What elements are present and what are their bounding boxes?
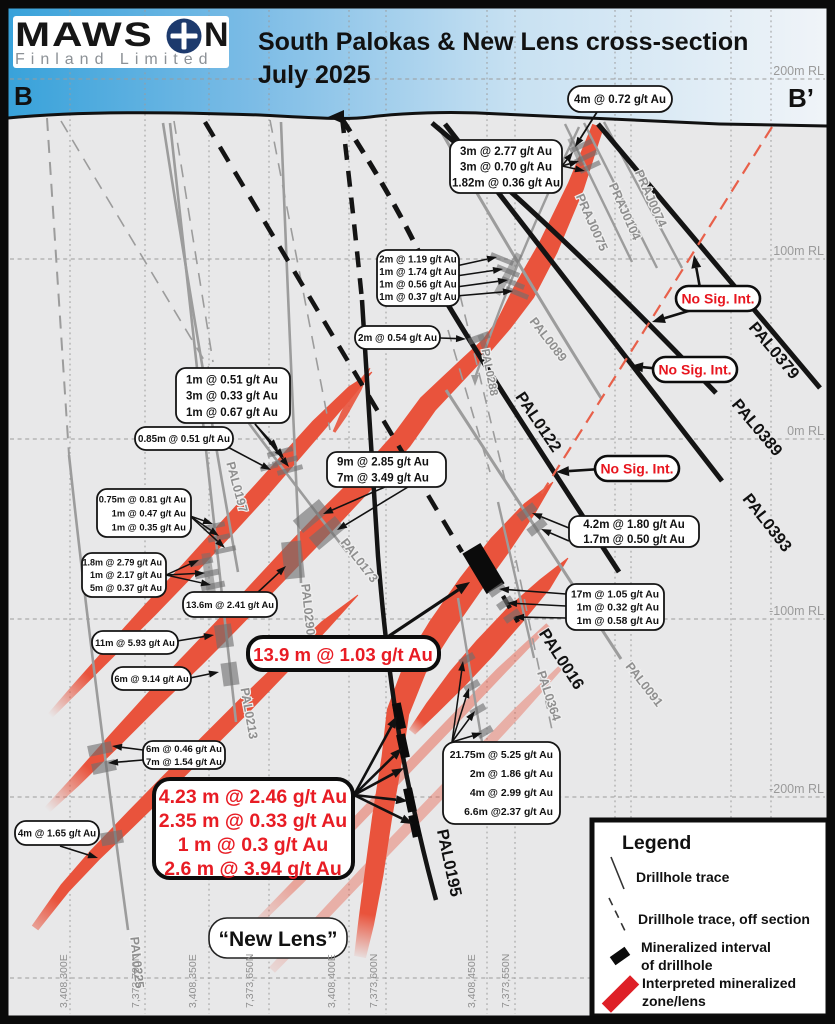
svg-text:B: B	[14, 81, 33, 111]
svg-text:Legend: Legend	[622, 832, 691, 854]
svg-text:17m @ 1.05 g/t Au: 17m @ 1.05 g/t Au	[571, 589, 659, 600]
svg-text:200m RL: 200m RL	[773, 64, 824, 78]
svg-text:6.6m @2.37 g/t Au: 6.6m @2.37 g/t Au	[464, 807, 553, 818]
svg-text:N: N	[204, 16, 229, 54]
svg-text:No Sig. Int.: No Sig. Int.	[600, 461, 673, 477]
svg-text:Finland Limited: Finland Limited	[15, 51, 214, 68]
svg-text:9m @ 2.85 g/t Au: 9m @ 2.85 g/t Au	[337, 457, 429, 469]
svg-text:1m @ 1.74 g/t Au: 1m @ 1.74 g/t Au	[379, 267, 457, 278]
svg-text:1m @ 0.35 g/t Au: 1m @ 0.35 g/t Au	[112, 522, 187, 532]
svg-text:7,373,700N: 7,373,700N	[130, 954, 142, 1008]
svg-text:4m @ 1.65 g/t Au: 4m @ 1.65 g/t Au	[18, 829, 96, 840]
svg-text:1 m @ 0.3 g/t Au: 1 m @ 0.3 g/t Au	[178, 834, 329, 856]
svg-text:7,373,550N: 7,373,550N	[500, 954, 512, 1008]
svg-text:5m @ 0.37 g/t Au: 5m @ 0.37 g/t Au	[90, 583, 162, 593]
svg-text:6m @ 9.14 g/t Au: 6m @ 9.14 g/t Au	[114, 674, 189, 684]
svg-text:7m @ 3.49 g/t Au: 7m @ 3.49 g/t Au	[337, 473, 429, 485]
svg-text:MAWS: MAWS	[15, 16, 154, 54]
svg-text:Drillhole trace, off section: Drillhole trace, off section	[638, 911, 810, 927]
svg-text:13.6m @ 2.41 g/t Au: 13.6m @ 2.41 g/t Au	[186, 599, 274, 610]
svg-text:3,408,400E: 3,408,400E	[326, 954, 338, 1008]
svg-text:1m @ 0.37 g/t Au: 1m @ 0.37 g/t Au	[379, 292, 457, 303]
svg-text:7,373,650N: 7,373,650N	[244, 954, 256, 1008]
svg-text:21.75m @ 5.25 g/t Au: 21.75m @ 5.25 g/t Au	[450, 750, 553, 761]
svg-text:7m @ 1.54 g/t Au: 7m @ 1.54 g/t Au	[146, 757, 222, 768]
svg-text:1m @ 0.51 g/t Au: 1m @ 0.51 g/t Au	[186, 374, 278, 386]
svg-text:B’: B’	[788, 83, 814, 113]
svg-text:1m @ 0.56 g/t Au: 1m @ 0.56 g/t Au	[379, 280, 457, 291]
svg-text:-200m RL: -200m RL	[769, 782, 824, 796]
svg-text:No Sig. Int.: No Sig. Int.	[681, 291, 754, 307]
svg-text:July 2025: July 2025	[258, 61, 371, 89]
svg-text:-100m RL: -100m RL	[769, 604, 824, 618]
svg-text:1.82m @ 0.36 g/t Au: 1.82m @ 0.36 g/t Au	[452, 177, 560, 189]
svg-text:3,408,300E: 3,408,300E	[58, 954, 70, 1008]
svg-text:4.23 m @ 2.46 g/t Au: 4.23 m @ 2.46 g/t Au	[159, 786, 347, 808]
svg-text:13.9 m @ 1.03 g/t Au: 13.9 m @ 1.03 g/t Au	[253, 644, 433, 665]
svg-text:1m @ 0.58 g/t Au: 1m @ 0.58 g/t Au	[577, 616, 659, 627]
svg-text:1m @ 2.17 g/t Au: 1m @ 2.17 g/t Au	[90, 570, 162, 580]
svg-text:zone/lens: zone/lens	[642, 993, 706, 1009]
svg-text:0.75m @ 0.81 g/t Au: 0.75m @ 0.81 g/t Au	[99, 494, 187, 504]
svg-text:11m @ 5.93 g/t Au: 11m @ 5.93 g/t Au	[95, 637, 175, 648]
svg-text:1.8m @ 2.79 g/t Au: 1.8m @ 2.79 g/t Au	[83, 558, 162, 568]
svg-text:2.35 m @ 0.33 g/t Au: 2.35 m @ 0.33 g/t Au	[159, 810, 347, 832]
svg-text:3m @ 0.70 g/t Au: 3m @ 0.70 g/t Au	[460, 162, 552, 174]
svg-text:100m RL: 100m RL	[773, 244, 824, 258]
svg-text:7,373,600N: 7,373,600N	[368, 954, 380, 1008]
svg-text:0.85m @ 0.51 g/t Au: 0.85m @ 0.51 g/t Au	[138, 434, 230, 445]
svg-text:1m @ 0.67 g/t Au: 1m @ 0.67 g/t Au	[186, 407, 278, 419]
svg-text:4.2m @ 1.80 g/t Au: 4.2m @ 1.80 g/t Au	[583, 519, 685, 531]
svg-text:PAL0290: PAL0290	[298, 583, 317, 636]
svg-text:0m RL: 0m RL	[787, 424, 824, 438]
svg-text:1m @ 0.32 g/t Au: 1m @ 0.32 g/t Au	[577, 603, 659, 614]
svg-text:No Sig. Int.: No Sig. Int.	[658, 362, 731, 378]
svg-text:6m @ 0.46 g/t Au: 6m @ 0.46 g/t Au	[146, 744, 222, 755]
svg-text:3,408,350E: 3,408,350E	[187, 954, 199, 1008]
svg-text:3m @ 0.33 g/t Au: 3m @ 0.33 g/t Au	[186, 391, 278, 403]
svg-text:3m @ 2.77 g/t Au: 3m @ 2.77 g/t Au	[460, 146, 552, 158]
svg-text:3,408,450E: 3,408,450E	[466, 954, 478, 1008]
svg-text:2m @ 1.86 g/t Au: 2m @ 1.86 g/t Au	[470, 769, 553, 780]
svg-text:1m @ 0.47 g/t Au: 1m @ 0.47 g/t Au	[112, 508, 187, 518]
svg-text:4m @ 2.99 g/t Au: 4m @ 2.99 g/t Au	[470, 788, 553, 799]
svg-text:PAL0225: PAL0225	[127, 936, 146, 989]
svg-text:Drillhole trace: Drillhole trace	[636, 869, 730, 885]
svg-text:Interpreted mineralized: Interpreted mineralized	[642, 975, 796, 991]
svg-text:2m @ 1.19 g/t Au: 2m @ 1.19 g/t Au	[379, 255, 457, 266]
svg-text:2.6 m @ 3.94 g/t Au: 2.6 m @ 3.94 g/t Au	[164, 858, 342, 880]
svg-text:Mineralized interval: Mineralized interval	[641, 939, 771, 955]
svg-text:South Palokas & New Lens cross: South Palokas & New Lens cross-section	[258, 28, 748, 56]
svg-text:“New Lens”: “New Lens”	[218, 928, 337, 951]
svg-text:4m @ 0.72 g/t Au: 4m @ 0.72 g/t Au	[574, 94, 666, 106]
svg-text:2m @ 0.54 g/t Au: 2m @ 0.54 g/t Au	[358, 333, 437, 344]
svg-text:of drillhole: of drillhole	[641, 957, 713, 973]
svg-text:1.7m @ 0.50 g/t Au: 1.7m @ 0.50 g/t Au	[583, 534, 685, 546]
